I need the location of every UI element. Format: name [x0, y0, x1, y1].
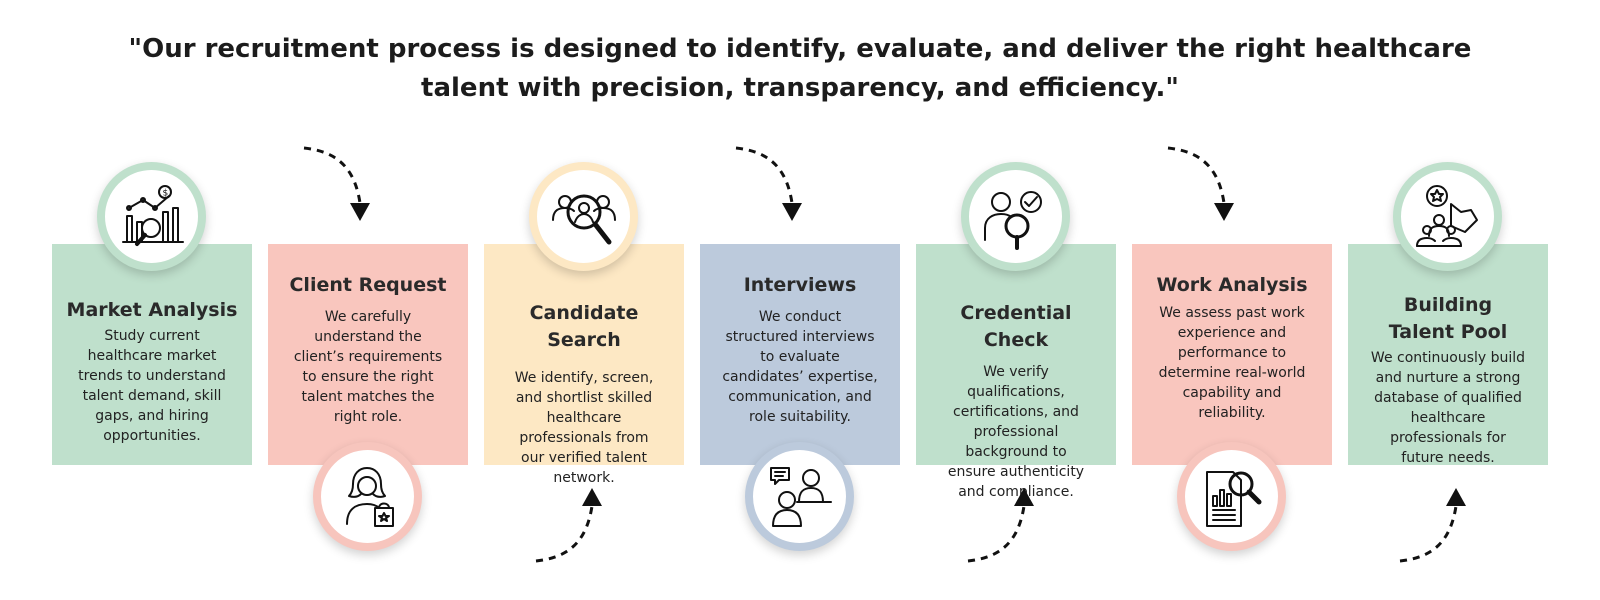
step-card-candidate-search: Candidate Search We identify, screen, an… — [484, 244, 684, 486]
step-title: Candidate Search — [529, 302, 639, 351]
talent-pool-icon — [1415, 184, 1478, 247]
step-title: Interviews — [743, 274, 857, 296]
work-report-icon — [1205, 470, 1261, 527]
client-shopping-icon — [345, 466, 394, 527]
client-shopping-icon-badge — [313, 442, 422, 551]
interview-icon-badge — [745, 442, 854, 551]
step-card-work-analysis: Work Analysis We assess past work experi… — [1132, 244, 1332, 465]
flow-arrow-down — [303, 146, 370, 221]
flow-arrow-down — [735, 146, 802, 221]
step-card-client-request: Client Request We carefully understand t… — [268, 244, 468, 465]
step-title: Market Analysis — [66, 299, 238, 321]
step-description: We conduct structured interviews to eval… — [722, 309, 878, 425]
headline: "Our recruitment process is designed to … — [0, 30, 1600, 108]
headline-line-1: "Our recruitment process is designed to … — [128, 34, 1472, 64]
step-title: Work Analysis — [1156, 274, 1308, 296]
step-card-credential-check: Credential Check We verify qualification… — [916, 244, 1116, 500]
step-description: We assess past work experience and perfo… — [1158, 305, 1306, 421]
flow-arrow-up — [1399, 488, 1466, 563]
step-description: Study current healthcare market trends t… — [78, 328, 226, 444]
step-description: We verify qualifications, certifications… — [947, 364, 1085, 500]
headline-line-2: talent with precision, transparency, and… — [421, 73, 1179, 103]
step-card-market-analysis: Market Analysis Study current healthcare… — [52, 244, 252, 465]
market-chart-icon: $ — [121, 184, 184, 246]
step-description: We identify, screen, and shortlist skill… — [514, 370, 654, 486]
step-title: Client Request — [289, 274, 447, 296]
candidate-search-icon-badge — [529, 162, 638, 271]
talent-pool-icon-badge — [1393, 162, 1502, 271]
work-report-icon-badge — [1177, 442, 1286, 551]
svg-text:$: $ — [162, 188, 168, 198]
flow-arrow-down — [1167, 146, 1234, 221]
credential-check-icon — [983, 190, 1042, 250]
step-description: We carefully understand the client’s req… — [293, 309, 443, 425]
step-card-building-talent-pool: Building Talent Pool We continuously bui… — [1348, 244, 1548, 466]
candidate-search-icon — [551, 194, 616, 244]
step-card-interviews: Interviews We conduct structured intervi… — [700, 244, 900, 465]
flow-arrow-up — [967, 488, 1034, 563]
flow-arrow-up — [535, 488, 602, 563]
market-chart-icon-badge: $ — [97, 162, 206, 271]
credential-check-icon-badge — [961, 162, 1070, 271]
step-description: We continuously build and nurture a stro… — [1370, 350, 1526, 466]
interview-icon — [769, 466, 832, 527]
step-title: Building Talent Pool — [1388, 294, 1508, 343]
step-title: Credential Check — [960, 302, 1072, 351]
